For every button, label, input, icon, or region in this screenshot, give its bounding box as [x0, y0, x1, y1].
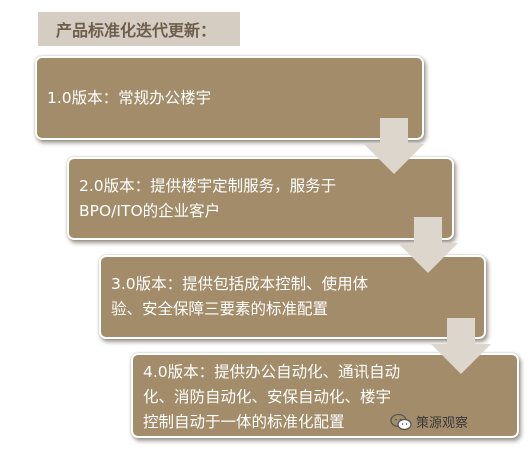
step-version-3: 3.0版本：提供包括成本控制、使用体 验、安全保障三要素的标准配置: [99, 255, 486, 339]
wechat-icon: [390, 413, 412, 430]
down-arrow-icon: [431, 318, 491, 374]
step-1-text: 1.0版本：常规办公楼宇: [47, 88, 212, 107]
watermark: 策源观察: [390, 412, 468, 431]
down-arrow-icon: [398, 217, 458, 273]
step-3-text: 3.0版本：提供包括成本控制、使用体 验、安全保障三要素的标准配置: [111, 275, 369, 318]
step-version-2: 2.0版本：提供楼宇定制服务，服务于 BPO/ITO的企业客户: [67, 157, 454, 240]
step-version-1: 1.0版本：常规办公楼宇: [35, 56, 424, 140]
watermark-text: 策源观察: [416, 416, 469, 431]
step-4-text: 4.0版本：提供办公自动化、通讯自动 化、消防自动化、安保自动化、楼宇 控制自动…: [143, 363, 401, 431]
down-arrow-icon: [364, 118, 424, 174]
diagram-title: 产品标准化迭代更新：: [38, 12, 240, 46]
step-2-text: 2.0版本：提供楼宇定制服务，服务于 BPO/ITO的企业客户: [79, 176, 337, 220]
step-version-4: 4.0版本：提供办公自动化、通讯自动 化、消防自动化、安保自动化、楼宇 控制自动…: [131, 353, 519, 438]
